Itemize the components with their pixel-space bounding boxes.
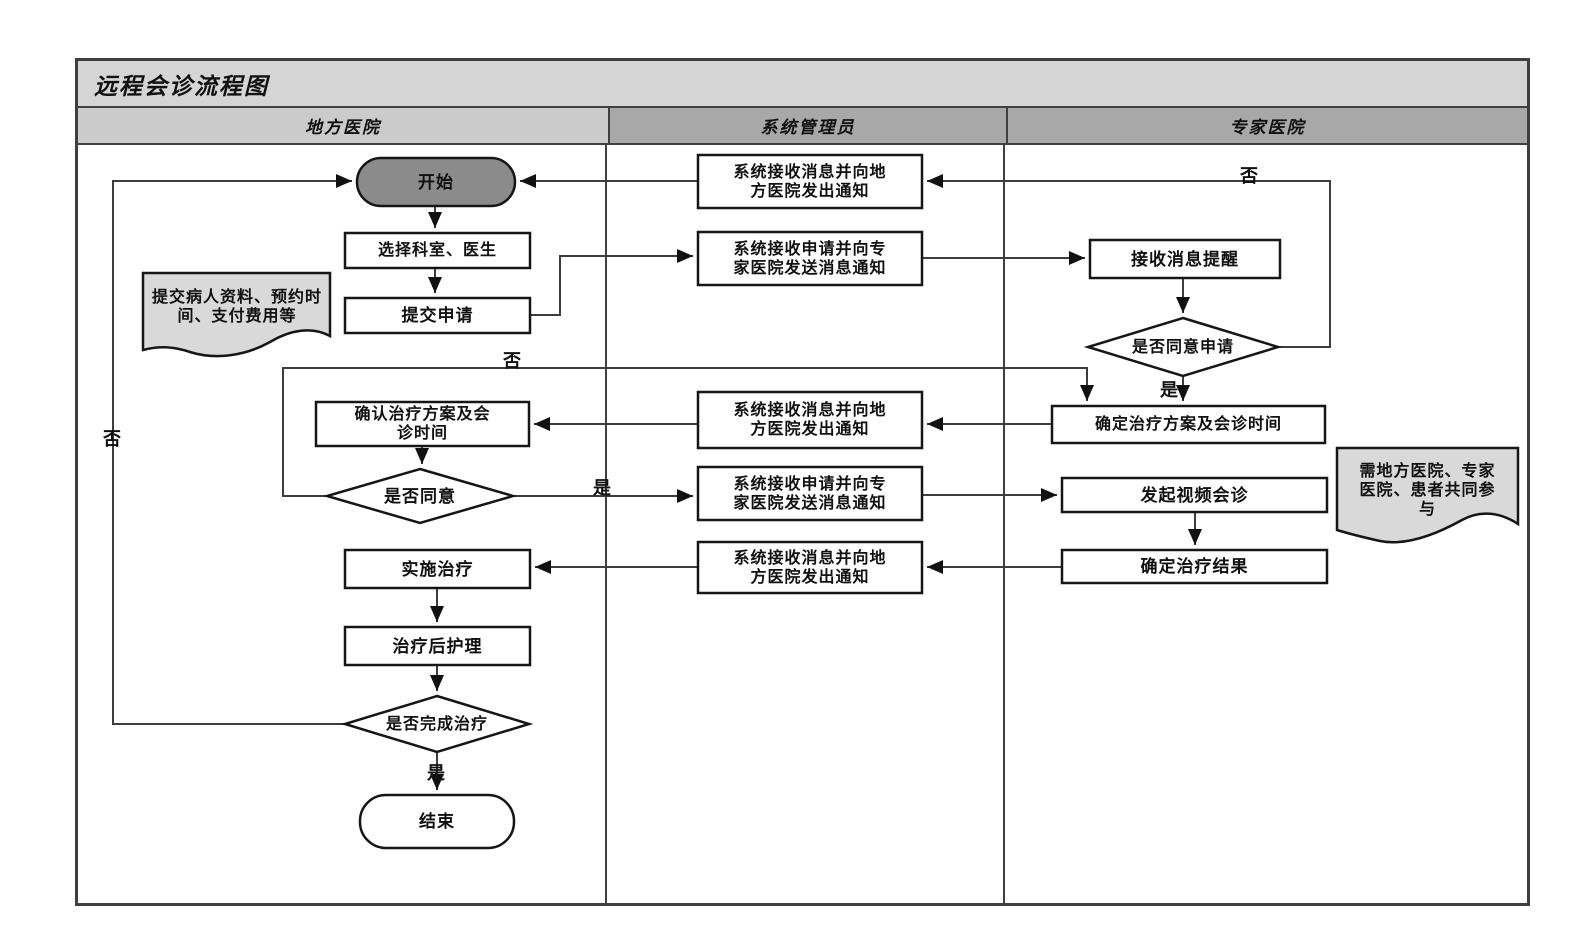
sys-notify-local-3-label: 系统接收消息并向地方医院发出通知 bbox=[733, 549, 887, 586]
end-node-label: 结束 bbox=[419, 812, 455, 831]
start-video-label: 发起视频会诊 bbox=[1140, 485, 1249, 505]
receive-alert-label: 接收消息提醒 bbox=[1131, 249, 1239, 269]
edge-label-yes-end: 是 bbox=[427, 763, 445, 783]
select-dept-label: 选择科室、医生 bbox=[377, 242, 497, 259]
lane-divider-2 bbox=[1003, 144, 1005, 906]
implement-treatment-label: 实施治疗 bbox=[401, 559, 474, 579]
treatment-done-label: 是否完成治疗 bbox=[385, 715, 488, 733]
lane-header-local-hospital: 地方医院 bbox=[78, 108, 610, 145]
decide-plan-label: 确定治疗方案及会诊时间 bbox=[1094, 416, 1282, 433]
decide-result-label: 确定治疗结果 bbox=[1140, 557, 1249, 576]
agree-plan-label: 是否同意 bbox=[384, 486, 456, 506]
sys-notify-local-1-label: 系统接收消息并向地方医院发出通知 bbox=[733, 163, 887, 200]
lane-header-system-admin: 系统管理员 bbox=[610, 108, 1008, 145]
patient-note-label: 提交病人资料、预约时间、支付费用等 bbox=[152, 289, 323, 325]
title-band: 远程会诊流程图 bbox=[78, 61, 1527, 108]
confirm-plan-label: 确认治疗方案及会诊时间 bbox=[354, 406, 491, 442]
sys-forward-expert-1-label: 系统接收申请并向专家医院发送消息通知 bbox=[733, 240, 887, 277]
post-care-label: 治疗后护理 bbox=[392, 636, 483, 656]
sys-notify-local-2-label: 系统接收消息并向地方医院发出通知 bbox=[733, 402, 887, 438]
diagram-title: 远程会诊流程图 bbox=[94, 72, 269, 99]
edge-label-no-replan: 否 bbox=[503, 351, 521, 371]
submit-request-label: 提交申请 bbox=[401, 306, 474, 325]
lane-divider-1 bbox=[605, 144, 607, 906]
lane-header-expert-hospital: 专家医院 bbox=[1008, 108, 1527, 145]
start-node-label: 开始 bbox=[418, 172, 454, 192]
edge-label-yes-accept: 是 bbox=[1160, 380, 1178, 400]
edge-label-no-reject: 否 bbox=[1240, 166, 1258, 186]
agree-request-label: 是否同意申请 bbox=[1131, 338, 1234, 356]
edge-label-no-restart: 否 bbox=[103, 429, 121, 449]
edge-label-yes-forward: 是 bbox=[593, 478, 611, 498]
lane-header-row: 地方医院 系统管理员 专家医院 bbox=[78, 108, 1527, 145]
participants-note-label: 需地方医院、专家医院、患者共同参与 bbox=[1359, 462, 1496, 518]
sys-forward-expert-2-label: 系统接收申请并向专家医院发送消息通知 bbox=[733, 475, 887, 512]
